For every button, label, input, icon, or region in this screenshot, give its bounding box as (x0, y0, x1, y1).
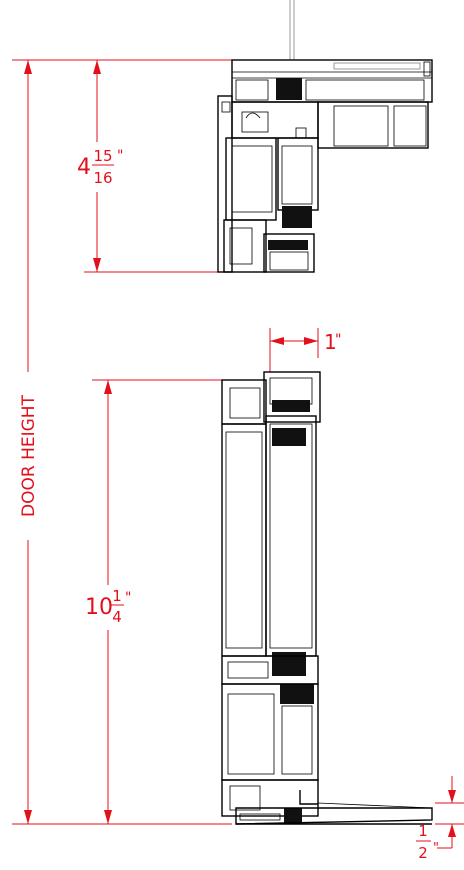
sill-dimension-text: 1 2 " (416, 822, 439, 862)
bottom-rail-dimension-text: 10 1 4 " (85, 587, 131, 626)
sill-inch-mark: " (433, 841, 439, 856)
dimension-lines (12, 59, 464, 849)
bottom-rail-inch-mark: " (125, 590, 131, 606)
door-height-label: DOOR HEIGHT (19, 394, 39, 517)
head-denominator: 16 (93, 169, 112, 187)
door-leaf-section (221, 371, 433, 825)
stile-weatherstrip-top (272, 428, 306, 446)
bottom-rail-denominator: 4 (112, 608, 122, 626)
head-whole: 4 (77, 155, 91, 180)
head-weatherstrip (276, 78, 302, 100)
head-dimension-text: 4 15 16 " (77, 147, 123, 187)
head-weatherstrip-3 (268, 240, 308, 250)
sill-weatherstrip (284, 808, 302, 824)
lower-rail-weatherstrip (280, 684, 314, 704)
top-rail-dimension-text: 1 " (324, 330, 341, 354)
head-inch-mark: " (117, 148, 123, 164)
head-weatherstrip-2 (282, 206, 312, 228)
top-rail-inch-mark: " (335, 332, 341, 348)
sill-denominator: 2 (418, 844, 428, 862)
sill-numerator: 1 (418, 822, 428, 840)
top-rail-whole: 1 (324, 330, 337, 354)
head-section (217, 0, 433, 273)
top-rail-weatherstrip (272, 400, 310, 412)
bottom-rail-whole: 10 (85, 595, 113, 620)
bottom-rail-numerator: 1 (112, 587, 122, 605)
head-numerator: 15 (93, 147, 112, 165)
